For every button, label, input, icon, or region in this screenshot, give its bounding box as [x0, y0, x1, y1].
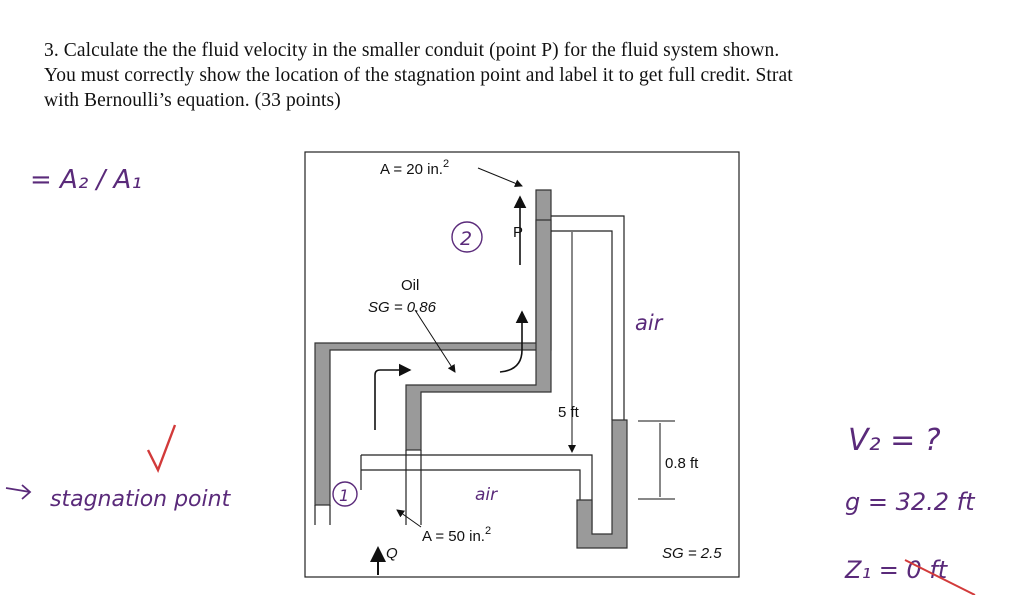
- pressure-tube: [551, 215, 625, 420]
- area-top-leader: [477, 167, 523, 188]
- problem-line-1: 3. Calculate the the fluid velocity in t…: [44, 40, 780, 61]
- area-bottom-label: A = 50 in.2: [422, 525, 491, 545]
- flow-arrow-up: [499, 310, 529, 373]
- manometer-u-tube: [576, 419, 628, 549]
- circle-2: [451, 221, 483, 253]
- flow-q-label: Q: [386, 545, 398, 562]
- upper-pipe-wall-bottom: [405, 219, 552, 451]
- strike-icon: [904, 559, 976, 595]
- height-08ft-label: 0.8 ft: [665, 455, 699, 472]
- hand-z: Z₁ = 0 ft: [844, 556, 949, 584]
- hand-air-right: air: [635, 311, 664, 335]
- hand-circle-2: 2: [460, 228, 472, 250]
- area-bottom-leader: [396, 509, 422, 528]
- hand-circle-1: 1: [339, 486, 349, 505]
- point-p-label: P: [513, 224, 523, 241]
- check-mark-icon: [146, 424, 177, 473]
- height-5ft-label: 5 ft: [558, 404, 580, 421]
- sg-manometer-label: SG = 2.5: [662, 545, 722, 562]
- figure-frame: [304, 151, 740, 578]
- oil-leader: [414, 309, 456, 373]
- hand-stagnation: stagnation point: [50, 487, 232, 512]
- hand-air-bottom: air: [475, 485, 498, 505]
- problem-line-3: with Bernoulli’s equation. (33 points): [44, 90, 341, 111]
- fluid-label: Oil: [401, 277, 419, 294]
- inlet-walls: [314, 450, 422, 525]
- problem-statement: 3. Calculate the the fluid velocity in t…: [44, 38, 1004, 113]
- hand-g: g = 32.2 ft: [845, 488, 976, 516]
- sg-oil-label: SG = 0.86: [368, 299, 437, 316]
- hand-area-ratio: = A₂ / A₁: [30, 165, 142, 195]
- problem-line-2: You must correctly show the location of …: [44, 65, 793, 86]
- arrow-right-icon: [5, 484, 32, 500]
- hand-v2: V₂ = ?: [848, 423, 941, 458]
- area-top-label: A = 20 in.2: [380, 158, 449, 178]
- circle-1: [332, 481, 358, 507]
- flow-arrow-upper-left: [374, 363, 412, 430]
